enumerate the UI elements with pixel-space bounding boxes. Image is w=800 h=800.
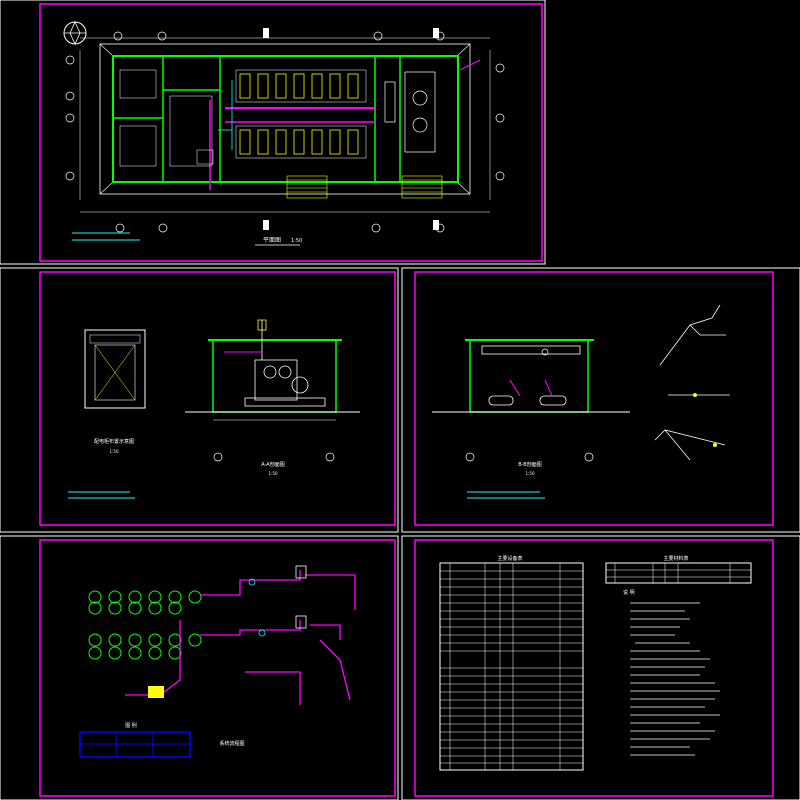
building-outline	[112, 55, 459, 183]
schedule-main-table	[439, 562, 584, 771]
section-a-title: A-A剖面图	[261, 461, 284, 468]
sheet-inner-sec-b	[414, 271, 774, 526]
schedule-side-title: 主要材料表	[663, 555, 688, 562]
sheet-frame-sec-b	[401, 267, 800, 533]
pump-group-upper	[88, 590, 202, 615]
sheet-inner-schedule	[414, 539, 774, 797]
system-flow-view: 图 例 系统流程图	[79, 565, 356, 758]
sheet-inner-system	[39, 539, 396, 797]
schedule-main-title: 主要设备表	[497, 555, 522, 562]
plan-view: 平面图 1:50	[63, 21, 505, 246]
sheet-inner-plan	[39, 3, 543, 262]
sheet-frame-system	[0, 535, 399, 800]
sheet-frame-plan	[0, 0, 546, 265]
stair-left	[286, 175, 328, 199]
section-b-scale: 1:50	[526, 471, 535, 476]
section-b-view: B-B剖面图 1:50	[432, 304, 730, 499]
pump-group-lower	[88, 633, 202, 660]
schedule-view: 主要设备表	[439, 555, 752, 771]
sheet-frame-sec-a	[0, 267, 399, 533]
schedule-side-table	[605, 562, 752, 584]
cabinet-title: 配电柜布置示意图	[94, 438, 134, 445]
cabinet-elevation	[84, 329, 146, 409]
system-title: 系统流程图	[219, 740, 244, 747]
cabinet-scale: 1:50	[110, 449, 119, 454]
legend-title: 图 例	[125, 722, 137, 729]
section-a-view: 配电柜布置示意图 1:50 A-A剖面图 1:50	[68, 319, 360, 499]
sheet-inner-sec-a	[39, 271, 396, 526]
sheet-frame-schedule	[401, 535, 800, 800]
notes-heading: 说 明	[623, 589, 635, 596]
pump-units	[239, 73, 359, 155]
section-a-scale: 1:50	[269, 471, 278, 476]
plan-scale: 1:50	[291, 238, 302, 244]
section-b-title: B-B剖面图	[518, 461, 542, 468]
section-a-pump	[244, 320, 326, 407]
stair-right	[401, 175, 443, 199]
section-b-pumps	[488, 395, 567, 406]
plan-title: 平面图	[263, 237, 281, 244]
